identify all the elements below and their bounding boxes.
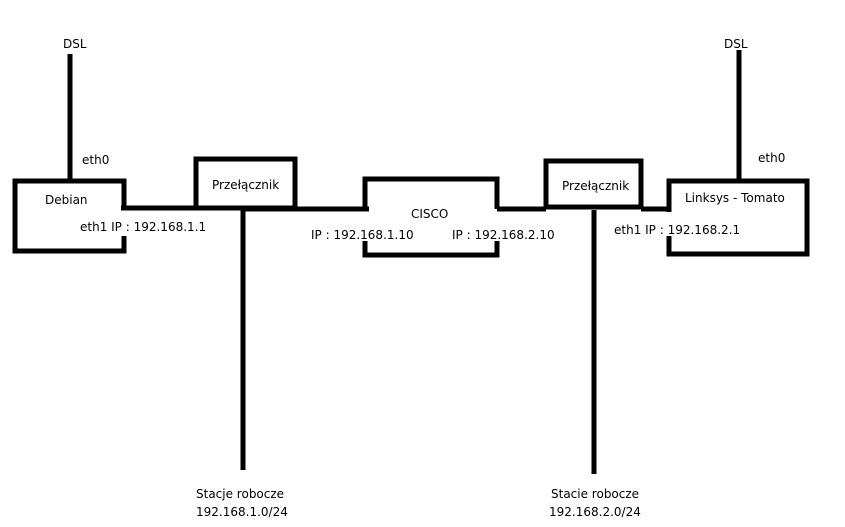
linksys-box <box>666 178 810 257</box>
switch-left-label: Przełącznik <box>212 178 280 192</box>
switch-right-box <box>543 158 644 210</box>
cisco-ip-right: IP : 192.168.2.10 <box>452 228 555 242</box>
debian-label: Debian <box>45 193 88 207</box>
workstations-left-subnet: 192.168.1.0/24 <box>196 505 288 519</box>
workstations-right-label: Stacie robocze <box>551 487 640 501</box>
switch-right-label: Przełącznik <box>562 179 630 193</box>
linksys-eth0-label: eth0 <box>758 151 786 165</box>
cisco-box <box>362 176 500 258</box>
right-dsl-label: DSL <box>724 37 748 51</box>
debian-eth1-ip: eth1 IP : 192.168.1.1 <box>80 220 207 234</box>
workstations-right-subnet: 192.168.2.0/24 <box>549 505 641 519</box>
linksys-label: Linksys - Tomato <box>685 191 785 205</box>
cisco-label: CISCO <box>411 207 449 221</box>
workstations-left-label: Stacje robocze <box>196 487 285 501</box>
linksys-eth1-ip: eth1 IP : 192.168.2.1 <box>614 223 741 237</box>
debian-eth0-label: eth0 <box>82 153 110 167</box>
cisco-ip-left: IP : 192.168.1.10 <box>311 228 414 242</box>
debian-box <box>12 178 127 254</box>
left-dsl-label: DSL <box>63 37 87 51</box>
